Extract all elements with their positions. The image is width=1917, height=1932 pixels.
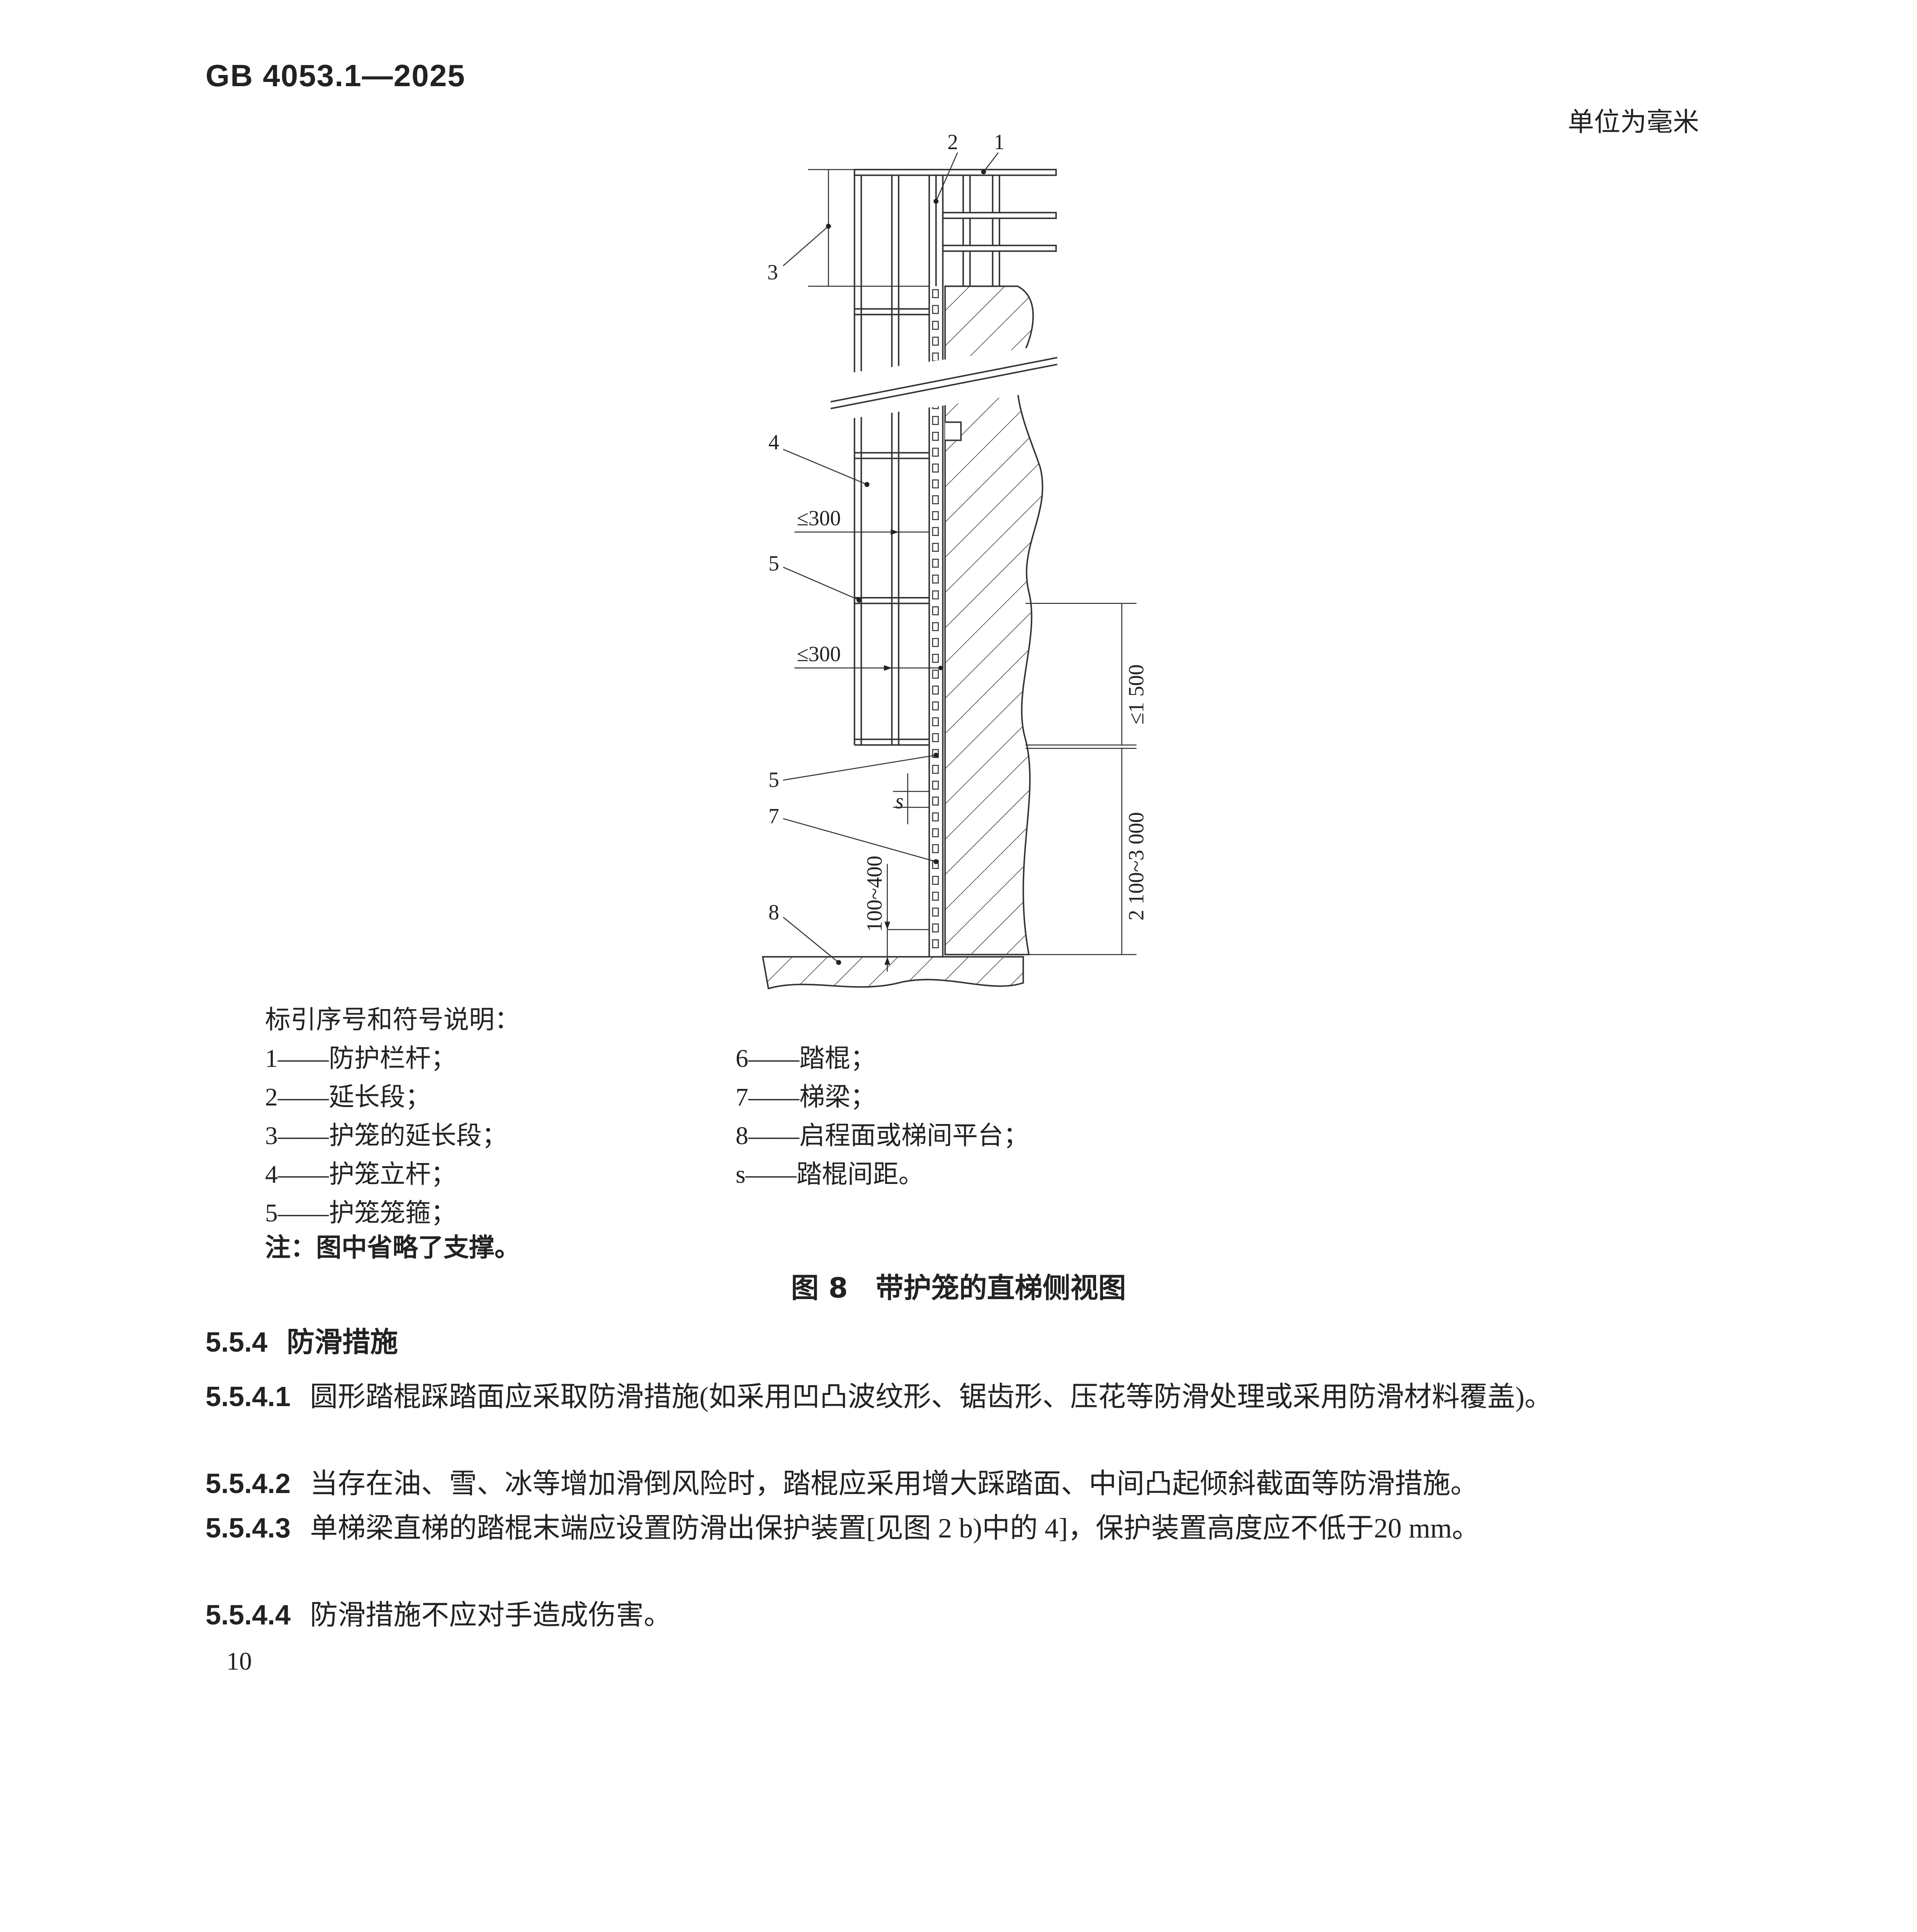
- clause: 5.5.4.2 当存在油、雪、冰等增加滑倒风险时，踏棍应采用增大踩踏面、中间凸起倾…: [206, 1463, 1701, 1505]
- clause: 5.5.4.4 防滑措施不应对手造成伤害。: [206, 1594, 1701, 1636]
- dim-cage-width-1: ≤300: [797, 506, 841, 530]
- section-heading: 5.5.4 防滑措施: [206, 1325, 398, 1359]
- legend-title: 标引序号和符号说明：: [265, 1006, 520, 1034]
- legend-item: s——踏棍间距。: [736, 1160, 924, 1189]
- dim-hoop-spacing: ≤1 500: [1124, 664, 1148, 724]
- clause: 5.5.4.3 单梯梁直梯的踏棍末端应设置防滑出保护装置[见图 2 b)中的 4]…: [206, 1507, 1701, 1549]
- clause-text: 当存在油、雪、冰等增加滑倒风险时，踏棍应采用增大踩踏面、中间凸起倾斜截面等防滑措…: [310, 1468, 1479, 1499]
- callout-7: 7: [768, 804, 779, 828]
- cage-uprights: [853, 169, 899, 745]
- ground-platform: [762, 956, 1024, 990]
- clause-text: 单梯梁直梯的踏棍末端应设置防滑出保护装置[见图 2 b)中的 4]，保护装置高度…: [310, 1513, 1480, 1544]
- clause-text: 防滑措施不应对手造成伤害。: [310, 1600, 672, 1631]
- legend-item: 4——护笼立杆；: [265, 1160, 456, 1189]
- clause-number: 5.5.4.2: [206, 1468, 291, 1499]
- legend-item: 6——踏棍；: [736, 1044, 876, 1073]
- callout-4: 4: [768, 430, 779, 454]
- clause-number: 5.5.4.3: [206, 1513, 291, 1544]
- figure-caption: 图 8 带护笼的直梯侧视图: [791, 1272, 1126, 1304]
- clause: 5.5.4.1 圆形踏棍踩踏面应采取防滑措施(如采用凹凸波纹形、锯齿形、压花等防滑…: [206, 1376, 1701, 1418]
- legend-item: 2——延长段；: [265, 1083, 431, 1111]
- ladder-side-view-drawing: 1 2 3 4 5 5 7 8 s ≤300 ≤300 ≤1 500 2 100…: [762, 130, 1148, 990]
- legend-item: 7——梯梁；: [736, 1083, 876, 1111]
- legend-item: 3——护笼的延长段；: [265, 1122, 507, 1150]
- page-number: 10: [226, 1647, 252, 1675]
- callout-8: 8: [768, 900, 779, 924]
- legend-item: 1——防护栏杆；: [265, 1044, 456, 1073]
- unit-note: 单位为毫米: [1567, 107, 1699, 137]
- callout-2: 2: [947, 130, 958, 154]
- clause-number: 5.5.4.1: [206, 1381, 291, 1412]
- legend-item: 8——启程面或梯间平台；: [736, 1122, 1029, 1150]
- spacing-symbol: s: [895, 789, 904, 813]
- callout-3: 3: [767, 260, 778, 284]
- clause-text: 圆形踏棍踩踏面应采取防滑措施(如采用凹凸波纹形、锯齿形、压花等防滑处理或采用防滑…: [310, 1381, 1553, 1412]
- section-title: 防滑措施: [287, 1326, 398, 1358]
- legend-item: 5——护笼笼箍；: [265, 1199, 456, 1227]
- top-guardrail: [853, 168, 1057, 176]
- dim-cage-width-2: ≤300: [797, 642, 841, 666]
- standard-number: GB 4053.1—2025: [206, 58, 466, 93]
- dim-first-rung: 100~400: [863, 856, 887, 932]
- section-number: 5.5.4: [206, 1327, 268, 1358]
- callout-5: 5: [768, 552, 779, 576]
- break-line: [830, 357, 1057, 403]
- dim-cage-start-height: 2 100~3 000: [1124, 812, 1148, 921]
- figure-note: 注：图中省略了支撑。: [265, 1234, 520, 1262]
- clause-number: 5.5.4.4: [206, 1600, 291, 1631]
- guardrail-section: [942, 175, 1057, 286]
- callout-5: 5: [768, 768, 779, 792]
- callout-1: 1: [994, 130, 1004, 154]
- cage-hoops: [854, 308, 930, 746]
